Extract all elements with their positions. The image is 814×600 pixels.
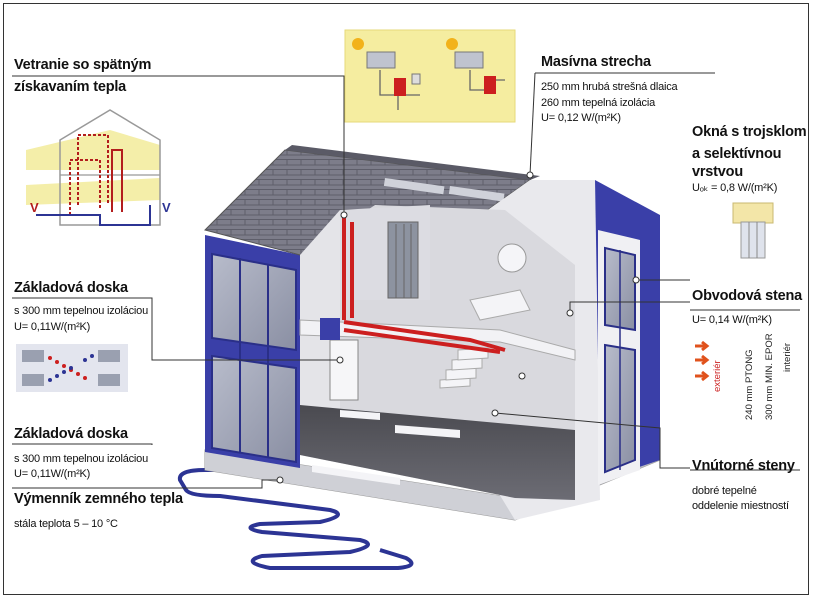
inner-walls-line1: dobré tepelné [692,485,757,497]
roof-title: Masívna strecha [541,54,651,70]
ventilation-title-line1: Vetranie so spätným [14,57,152,73]
base-slab-insulation-2: s 300 mm tepelnou izoláciou [14,453,149,465]
ground-exchanger-temperature: stála teplota 5 – 10 °C [14,518,118,530]
ventilation-title-line2: získavaním tepla [14,79,127,95]
wall-label-exterior: exteriér [712,360,723,392]
ground-exchanger-title: Výmenník zemného tepla [14,491,183,507]
wall-label-eps: 300 mm MIN. EPOR [764,333,775,420]
wall-label-interior: interiér [782,342,793,372]
base-slab-u-value-2: U= 0,11W/(m²K) [14,468,91,480]
base-slab-insulation-1: s 300 mm tepelnou izoláciou [14,305,149,317]
windows-title-line2: a selektívnou [692,146,782,162]
ground-heat-exchanger-loop [177,468,414,570]
roof-insulation: 260 mm tepelná izolácia [541,97,656,109]
svg-text:V: V [30,200,39,215]
windows-title-line1: Okná s trojsklom [692,124,807,140]
base-slab-u-value-1: U= 0,11W/(m²K) [14,321,91,333]
solar-panels-inset [344,29,516,123]
wall-title: Obvodová stena [692,288,803,304]
house-cutaway [177,145,661,570]
base-slab-detail [16,344,128,392]
windows-u-value: Uₒₖ = 0,8 W/(m²K) [692,182,778,194]
ventilation-pipes [342,215,506,354]
roof-u-value: U= 0,12 W/(m²K) [541,112,621,124]
ventilation-schematic: V V [20,109,171,232]
inner-walls-line2: oddelenie miestností [692,500,789,512]
inner-walls-title: Vnútorné steny [692,458,795,474]
windows-title-line3: vrstvou [692,164,743,180]
wall-label-ytong: 240 mm PTONG [744,349,755,420]
wall-u-value: U= 0,14 W/(m²K) [692,314,772,326]
roof-thickness: 250 mm hrubá strešná dlaica [541,81,678,93]
svg-text:V: V [162,200,171,215]
base-slab-title-1: Základová doska [14,280,128,296]
window-detail-inset [732,202,774,259]
wall-heat-arrows [695,340,710,382]
leader-lines [12,72,800,489]
base-slab-title-2: Základová doska [14,426,128,442]
